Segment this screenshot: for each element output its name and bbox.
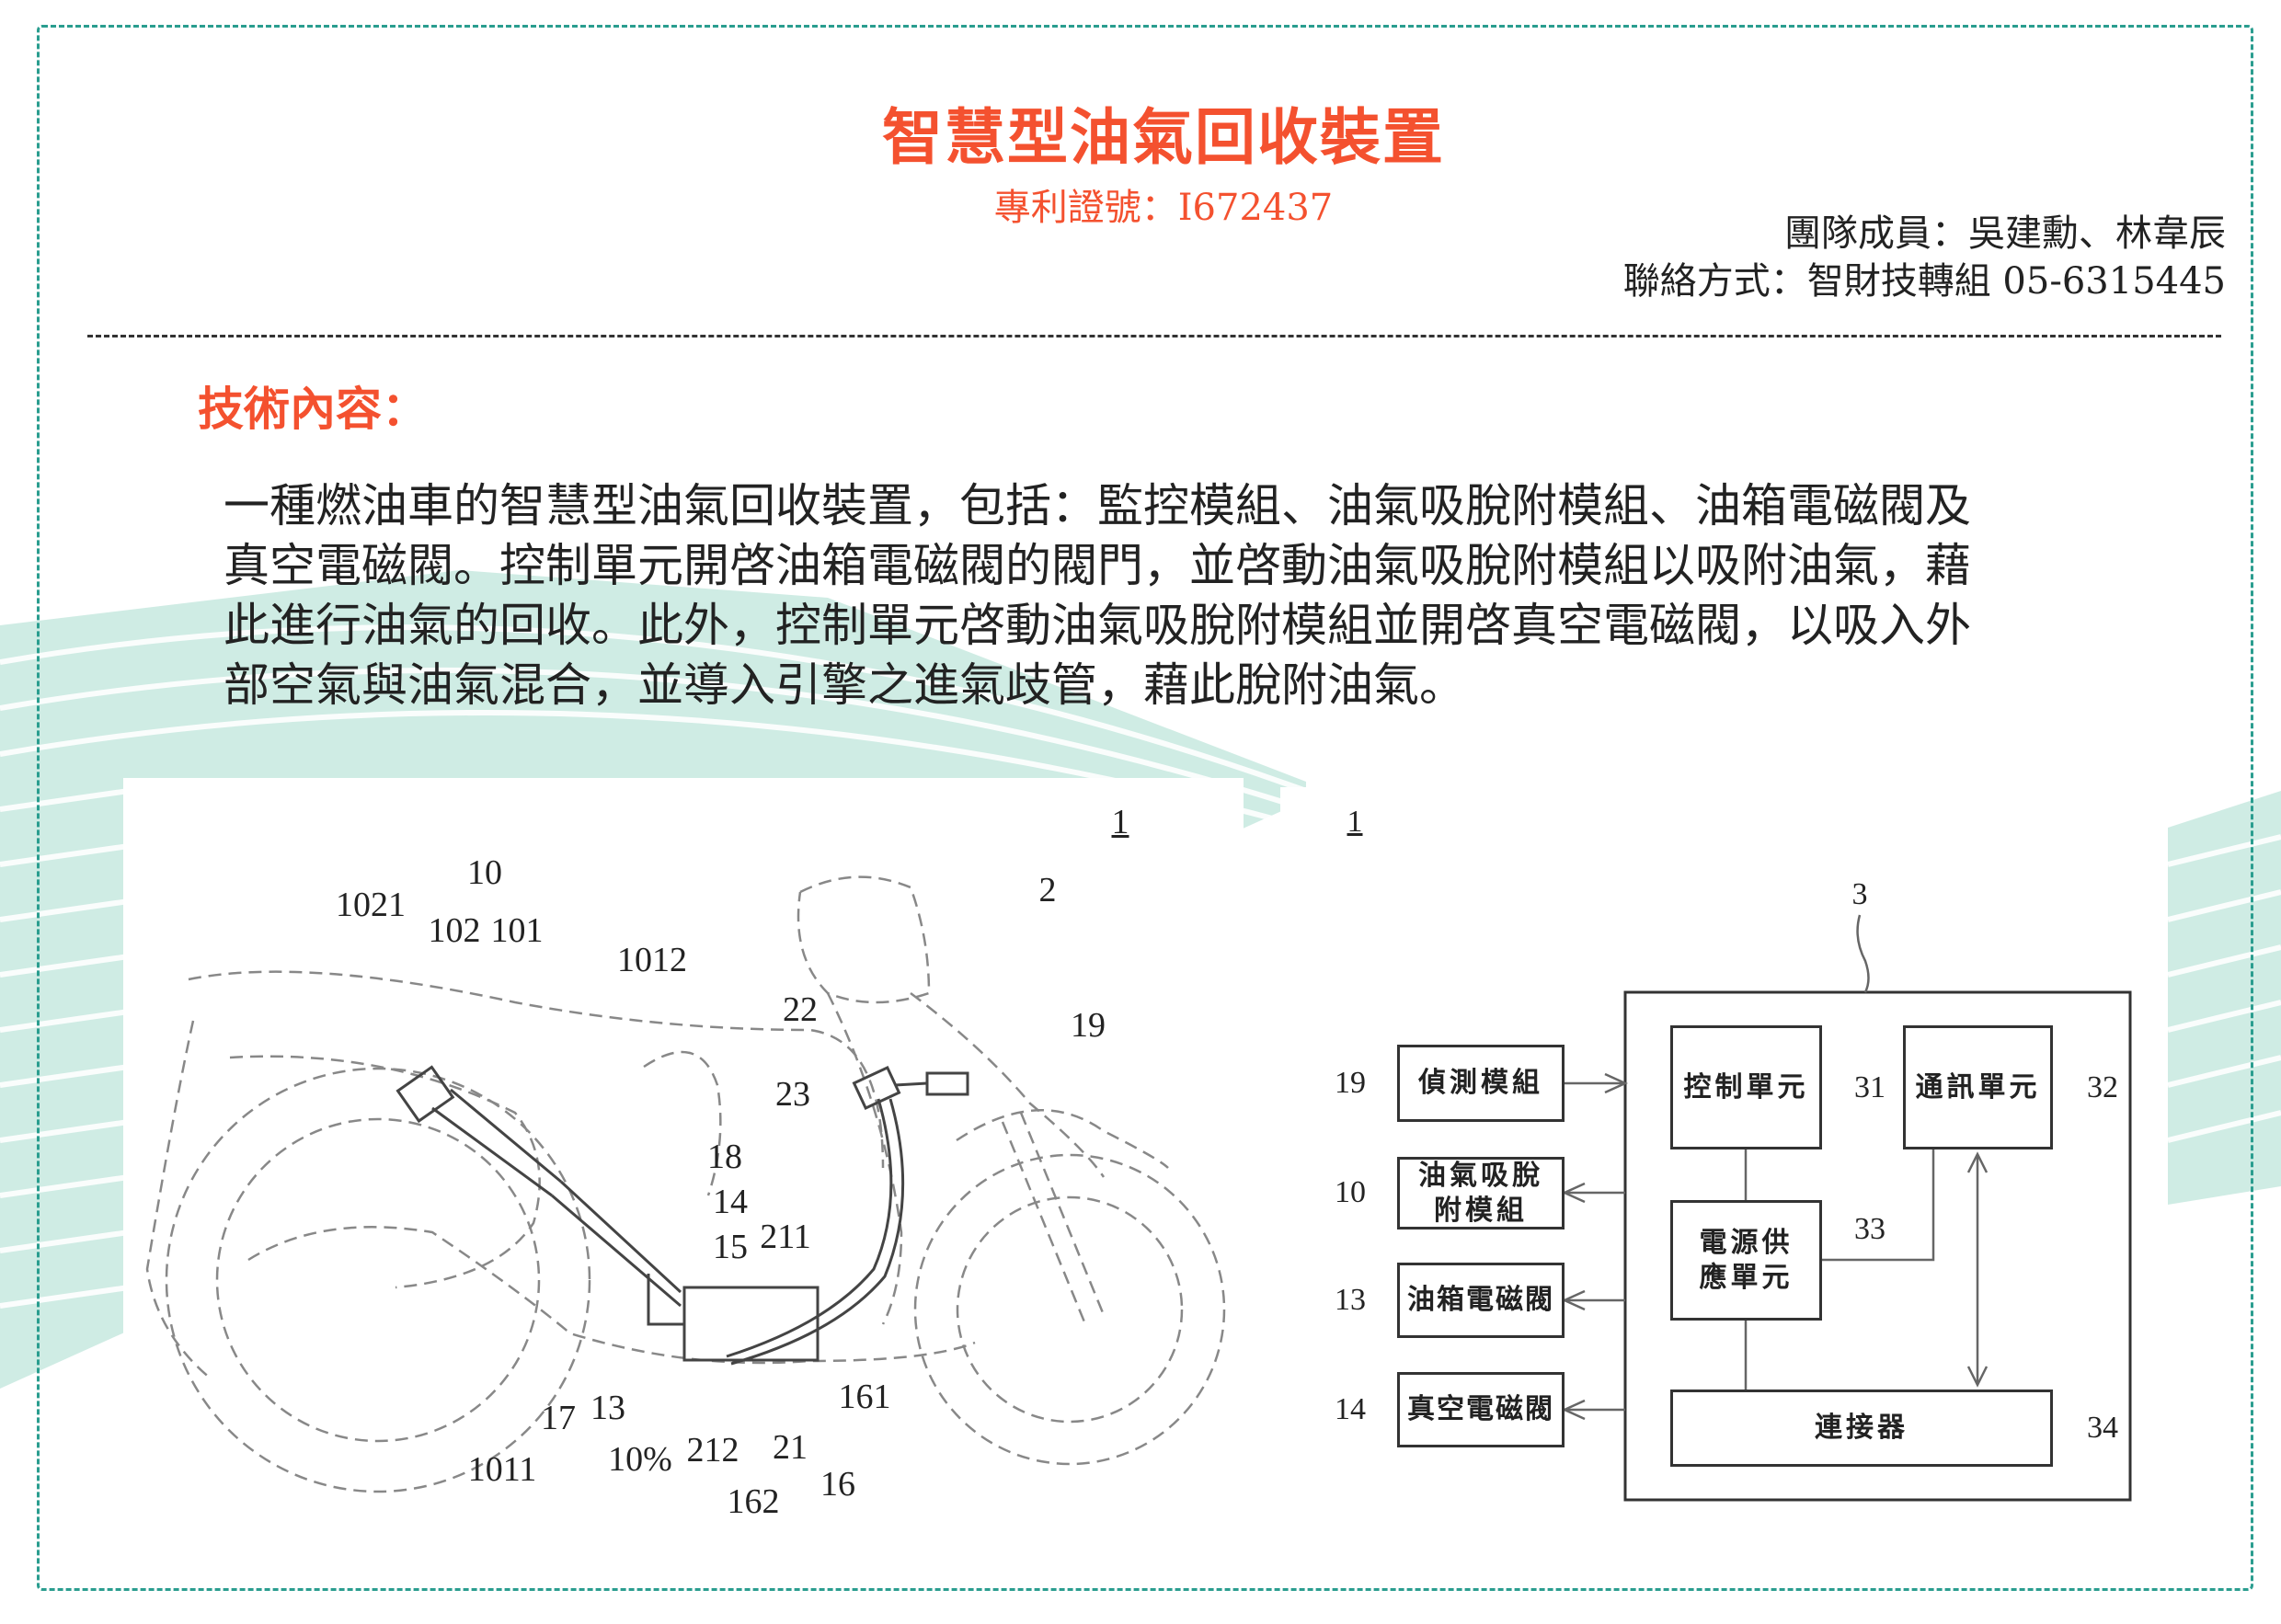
ref-label: 34 (2087, 1411, 2118, 1446)
ref-label: 32 (2087, 1070, 2118, 1105)
block-figure-number: 1 (1347, 805, 1363, 840)
ref-label: 13 (1335, 1283, 1366, 1318)
ref-label: 10 (1335, 1175, 1366, 1210)
system-ref-label: 3 (1852, 877, 1868, 912)
communication-unit-block: 通訊單元 (1903, 1025, 2053, 1149)
control-unit-block: 控制單元 (1670, 1025, 1822, 1149)
vapor-adsorption-module-block: 油氣吸脫附模組 (1397, 1157, 1565, 1229)
vacuum-solenoid-block: 真空電磁閥 (1397, 1372, 1565, 1447)
power-supply-unit-block: 電源供應單元 (1670, 1200, 1822, 1321)
ref-label: 33 (1854, 1212, 1886, 1247)
detection-module-block: 偵測模組 (1397, 1045, 1565, 1122)
fuel-tank-solenoid-block: 油箱電磁閥 (1397, 1263, 1565, 1338)
ref-label: 19 (1335, 1066, 1366, 1101)
connector-block: 連接器 (1670, 1390, 2053, 1467)
ref-label: 31 (1854, 1070, 1886, 1105)
ref-label: 14 (1335, 1392, 1366, 1427)
